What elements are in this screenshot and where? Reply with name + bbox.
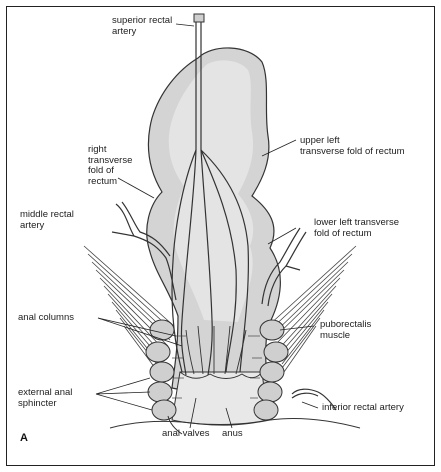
label-anal-valves: anal valves [162, 429, 210, 440]
label-superior-rectal-artery: superior rectal artery [112, 16, 172, 37]
label-anal-columns: anal columns [18, 313, 74, 324]
label-anus: anus [222, 429, 243, 440]
label-lower-left-fold: lower left transverse fold of rectum [314, 218, 399, 239]
superior-artery-top [194, 14, 204, 22]
label-middle-rectal-artery: middle rectal artery [20, 210, 74, 231]
label-puborectalis-muscle: puborectalis muscle [320, 320, 371, 341]
label-right-transverse-fold: right transverse fold of rectum [88, 145, 132, 187]
label-upper-left-fold: upper left transverse fold of rectum [300, 136, 405, 157]
panel-letter: A [20, 432, 28, 444]
label-inferior-rectal-artery: inferior rectal artery [322, 403, 404, 414]
label-external-anal-sphincter: external anal sphincter [18, 388, 72, 409]
